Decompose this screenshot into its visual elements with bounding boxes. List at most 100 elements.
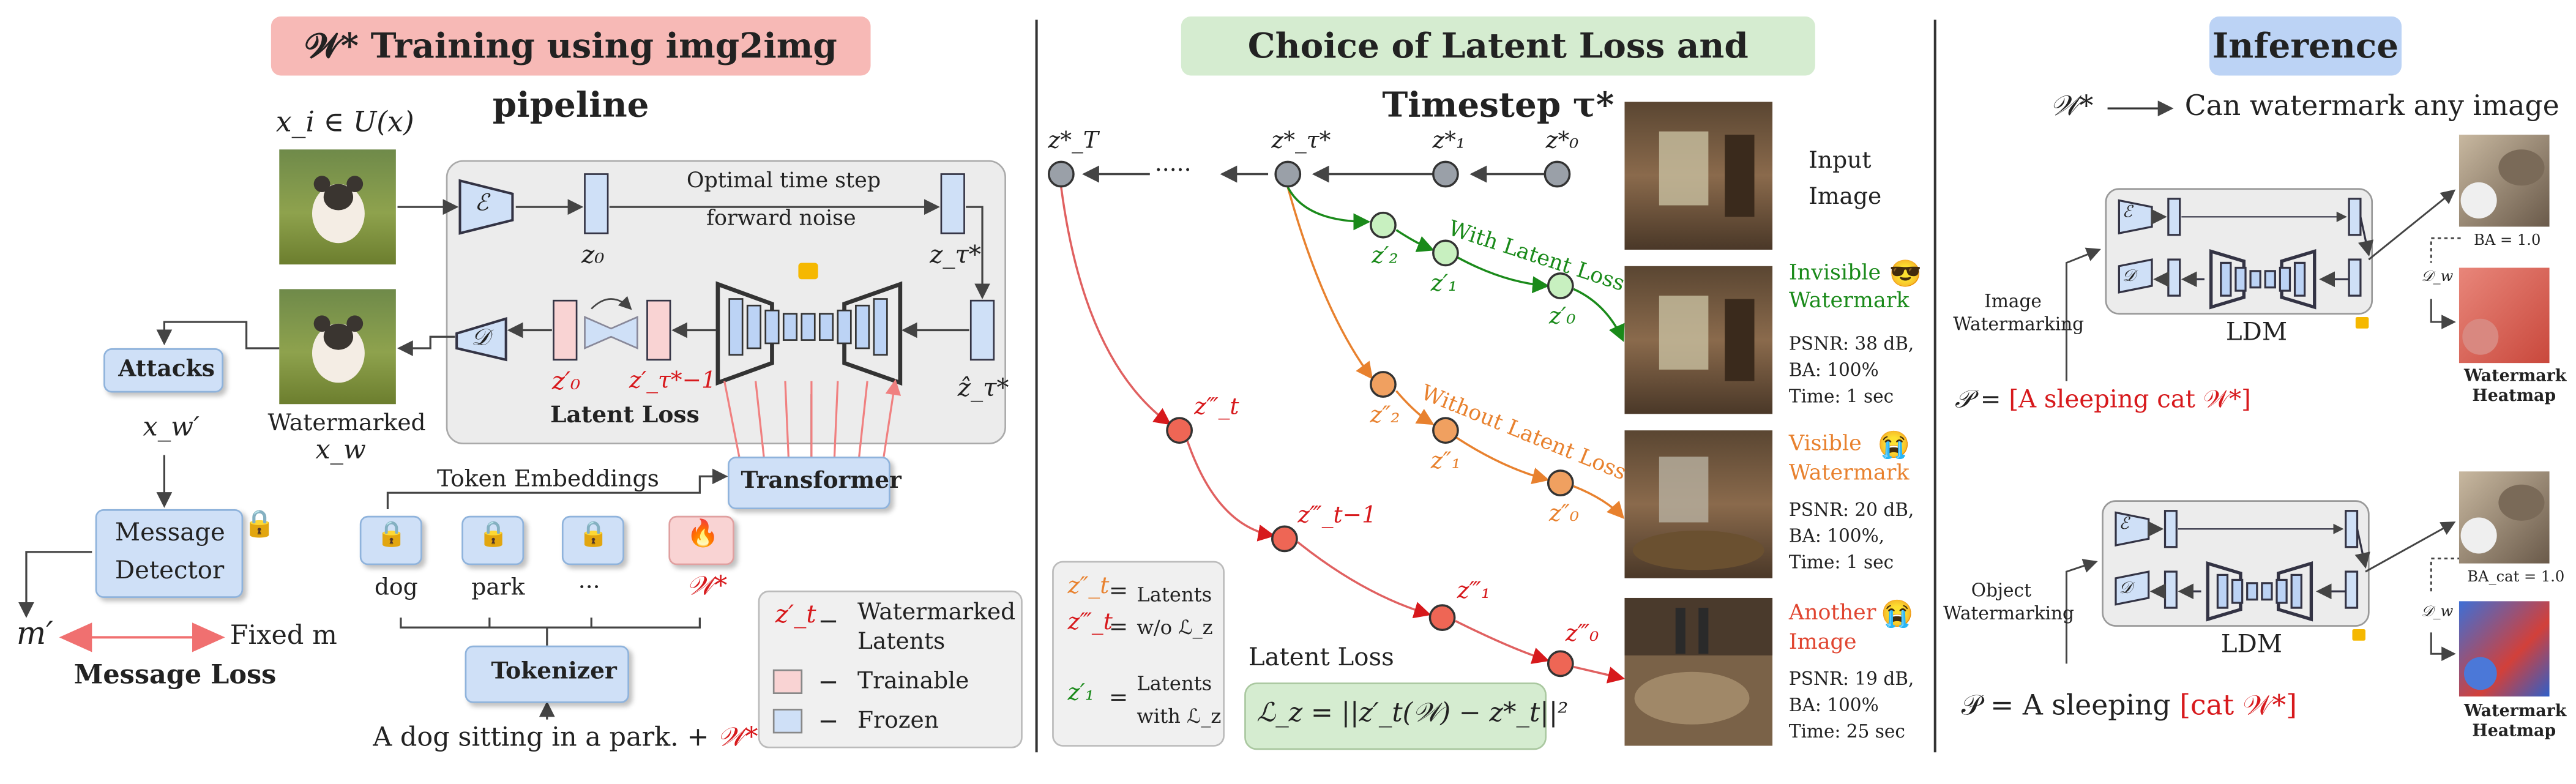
node-ztau-label: z*_τ* bbox=[1271, 128, 1331, 155]
stats-visible: PSNR: 20 dB,BA: 100%,Time: 1 sec bbox=[1788, 499, 1914, 573]
node-o2 bbox=[1370, 371, 1397, 398]
latent-z0 bbox=[584, 173, 609, 234]
visible-room-photo bbox=[1624, 430, 1773, 578]
latent-z-tau bbox=[940, 173, 965, 234]
token-dots: ··· bbox=[578, 575, 600, 602]
right-section-header: Inference bbox=[2209, 16, 2402, 76]
token-w: 𝒲* bbox=[686, 570, 728, 602]
z0-label: z₀ bbox=[581, 239, 605, 270]
node-ztau bbox=[1274, 160, 1302, 188]
watermarked-label: Watermarked bbox=[267, 411, 426, 437]
input-set-label: x_i ∈ U(x) bbox=[275, 106, 414, 140]
pipeline-panel bbox=[446, 160, 1006, 445]
dog-input-photo bbox=[279, 149, 396, 265]
z0-prime-label: z′₀ bbox=[551, 366, 581, 396]
legend-mid-wo: w/o ℒ_z bbox=[1137, 616, 1213, 640]
node-zT bbox=[1047, 160, 1075, 188]
node-g0-label: z′₀ bbox=[1549, 304, 1576, 330]
stats-invisible: PSNR: 38 dB,BA: 100%Time: 1 sec bbox=[1788, 333, 1914, 408]
can-watermark-label: Can watermark any image bbox=[2184, 90, 2559, 124]
xw-prime-label: x_w′ bbox=[143, 411, 200, 442]
legend-mid-eq: = bbox=[1108, 614, 1129, 641]
attacks-label: Attacks bbox=[118, 356, 215, 383]
legend-dash: − bbox=[818, 706, 839, 736]
ldm-internals-2 bbox=[2115, 510, 2370, 641]
token-box-park bbox=[461, 515, 525, 566]
legend-sym-watermarked: z′_t bbox=[775, 599, 816, 629]
object-watermarking-label: Watermarking bbox=[1943, 603, 2074, 624]
tokenizer-label: Tokenizer bbox=[491, 659, 617, 685]
latent-loss-bowtie bbox=[584, 315, 638, 350]
encoder-label: ℰ bbox=[474, 190, 489, 217]
lock-icon: 🔒 bbox=[243, 507, 276, 539]
legend-mid-latents-with: Latents bbox=[1137, 671, 1212, 695]
decoder-block bbox=[455, 316, 507, 362]
xw-label: x_w bbox=[315, 433, 366, 465]
latent-z-hat bbox=[969, 299, 995, 361]
detector-line1: Message bbox=[114, 517, 225, 547]
node-rt1-label: z‴_t−1 bbox=[1297, 502, 1376, 529]
node-g1 bbox=[1432, 239, 1459, 267]
tokenizer-box bbox=[465, 645, 629, 703]
image-watermarking-label: Watermarking bbox=[1953, 313, 2085, 335]
lock-icon: 🔒 bbox=[478, 519, 509, 549]
legend-panel-left bbox=[758, 590, 1023, 749]
prompt-text: A dog sitting in a park. + 𝒲* bbox=[373, 721, 758, 753]
token-park: park bbox=[471, 575, 525, 602]
legend-panel-middle bbox=[1052, 561, 1225, 747]
ba-label-1: BA = 1.0 bbox=[2474, 233, 2541, 250]
w-star-label: 𝒲* bbox=[2050, 90, 2094, 124]
ldm-encoder-2: ℰ bbox=[2119, 515, 2129, 534]
heatmap-label-2: Heatmap bbox=[2472, 722, 2556, 741]
chain-dots: ····· bbox=[1154, 157, 1192, 184]
prompt-2: 𝒫 = A sleeping [cat 𝒲*] bbox=[1961, 690, 2298, 723]
node-r0-label: z‴₀ bbox=[1565, 621, 1599, 648]
left-section-header: 𝒲* Training using img2img pipeline bbox=[271, 16, 871, 125]
ldm-encoder-1: ℰ bbox=[2122, 203, 2132, 222]
z-tau-label: z_τ* bbox=[930, 239, 981, 270]
token-box-w bbox=[668, 515, 734, 566]
another-image-label: Image bbox=[1788, 630, 1857, 655]
input-image-label: Image bbox=[1809, 184, 1882, 211]
lock-icon: 🔒 bbox=[578, 519, 609, 549]
another-room-photo bbox=[1624, 597, 1773, 746]
node-r0 bbox=[1547, 650, 1574, 678]
node-rt1 bbox=[1271, 525, 1298, 553]
legend-trainable-text: Trainable bbox=[857, 668, 969, 695]
image-watermarking-label: Image bbox=[1984, 291, 2042, 312]
input-room-photo bbox=[1624, 102, 1773, 250]
node-r1 bbox=[1428, 604, 1456, 632]
dw-label-2: 𝒟_w bbox=[2421, 604, 2454, 621]
ldm-decoder-2: 𝒟 bbox=[2119, 580, 2132, 598]
invisible-watermark-label: Watermark bbox=[1788, 289, 1910, 314]
heatmap-2 bbox=[2458, 601, 2550, 697]
visible-watermark-label: Watermark bbox=[1788, 461, 1910, 487]
transformer-label: Transformer bbox=[741, 468, 902, 495]
fixed-m-label: Fixed m bbox=[230, 619, 337, 651]
token-box-dots bbox=[561, 515, 624, 566]
lock-icon: 🔒 bbox=[376, 519, 407, 549]
message-loss-label: Message Loss bbox=[73, 659, 277, 690]
ldm-label-2: LDM bbox=[2220, 629, 2283, 659]
attacks-box bbox=[103, 348, 224, 393]
stats-another: PSNR: 19 dB,BA: 100%Time: 25 sec bbox=[1788, 668, 1914, 743]
node-zT-label: z*_T bbox=[1048, 128, 1099, 155]
decoder-label: 𝒟 bbox=[471, 325, 490, 352]
ba-label-2: BA_cat = 1.0 bbox=[2467, 570, 2565, 587]
visible-watermark-label: Visible bbox=[1788, 431, 1862, 457]
ldm-internals-1 bbox=[2118, 198, 2374, 329]
chain-arrows bbox=[1060, 165, 1626, 684]
message-detector-box bbox=[95, 509, 244, 598]
latent-loss-label: Latent Loss bbox=[550, 402, 700, 429]
z-hat-label: ẑ_τ* bbox=[957, 373, 1009, 403]
node-z1-label: z*₁ bbox=[1432, 128, 1466, 155]
legend-trainable-swatch bbox=[772, 669, 803, 694]
latent-loss-formula-box bbox=[1244, 682, 1547, 750]
invisible-room-photo bbox=[1624, 266, 1773, 414]
cool-emoji-icon: 😎 bbox=[1889, 258, 1922, 289]
legend-mid-with: with ℒ_z bbox=[1137, 704, 1222, 728]
m-prime-label: m′ bbox=[16, 616, 53, 652]
invisible-watermark-label: Invisible bbox=[1788, 261, 1881, 286]
node-g1-label: z′₁ bbox=[1430, 271, 1458, 297]
